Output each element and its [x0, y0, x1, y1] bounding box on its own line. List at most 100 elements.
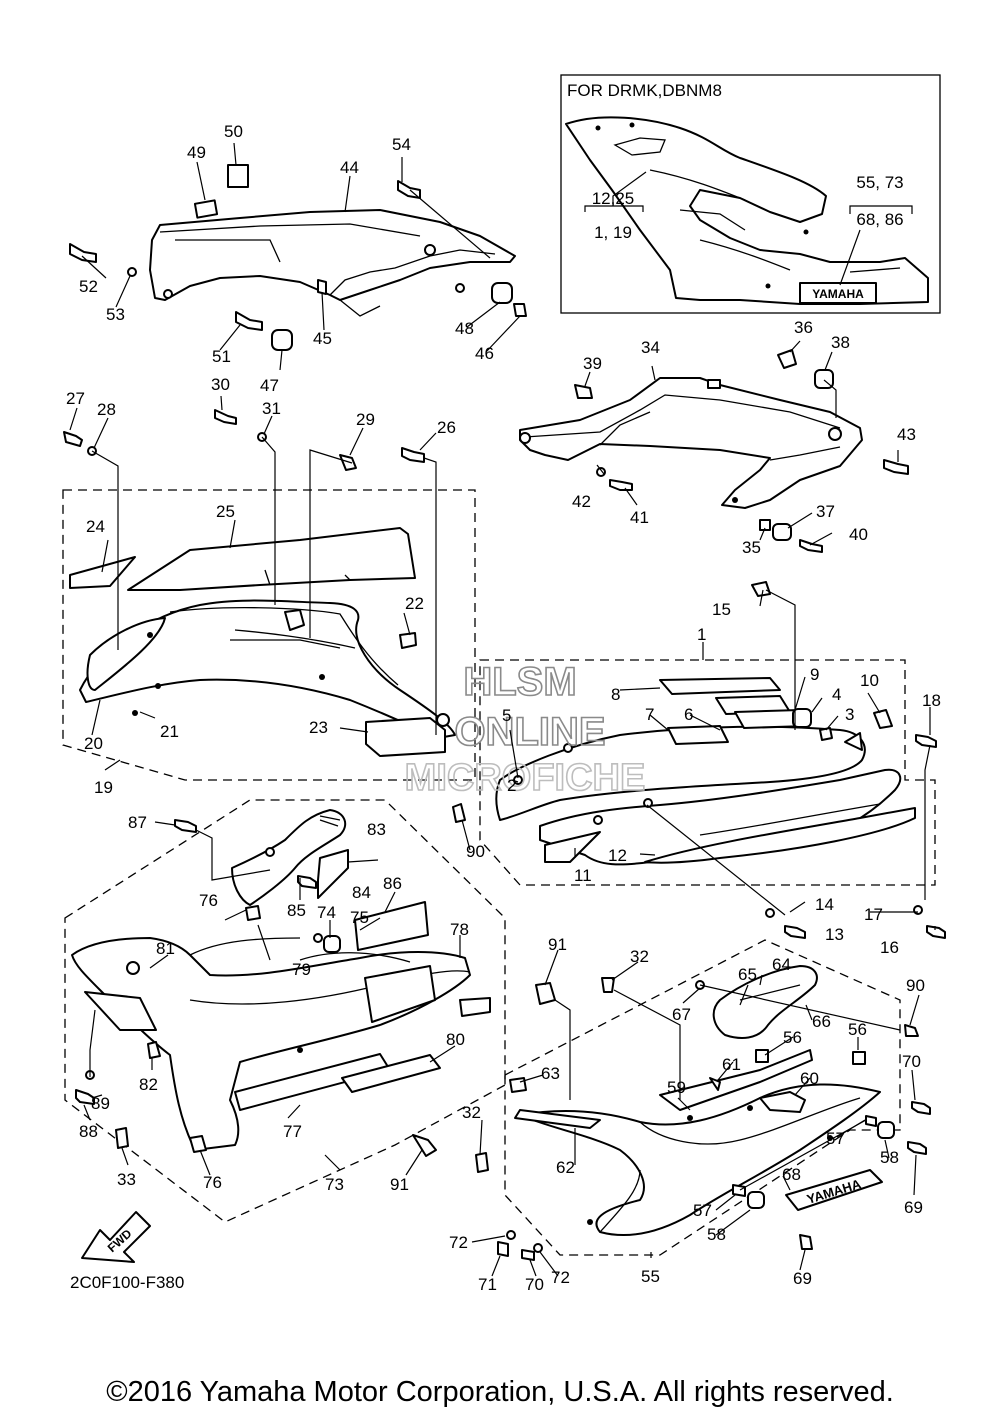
callout-64: 64: [772, 955, 791, 974]
callout-33: 33: [117, 1170, 136, 1189]
callout-60: 60: [800, 1069, 819, 1088]
callout-66: 66: [812, 1012, 831, 1031]
callout-91b: 91: [390, 1175, 409, 1194]
callout-55: 55: [641, 1267, 660, 1286]
callout-3: 3: [845, 705, 854, 724]
part-34-bracket: [519, 377, 863, 509]
group-1-outline: [479, 659, 936, 886]
callout-34: 34: [641, 338, 660, 357]
callout-43: 43: [897, 425, 916, 444]
callout-69b: 69: [793, 1269, 812, 1288]
callout-61: 61: [722, 1055, 741, 1074]
hardware-55-group: [475, 977, 931, 1261]
callout-19: 19: [94, 778, 113, 797]
part-83-duct: [231, 809, 347, 906]
part-80-pad: [341, 1054, 441, 1093]
callout-36: 36: [794, 318, 813, 337]
part-62-strip: [514, 1109, 601, 1129]
callout-47: 47: [260, 376, 279, 395]
callout-75: 75: [350, 908, 369, 927]
callout-32a: 32: [630, 947, 649, 966]
part-84-pad: [317, 849, 349, 899]
part-12-side-panel: [495, 725, 916, 866]
inset-label-68-86: 68, 86: [856, 210, 903, 229]
callout-65: 65: [738, 965, 757, 984]
part-77-lower-cowl: [71, 937, 491, 1151]
pads-4-10: [659, 677, 893, 745]
callout-57b: 57: [693, 1201, 712, 1220]
callout-76b: 76: [203, 1173, 222, 1192]
part-23-pad: [365, 717, 446, 757]
callout-81: 81: [156, 939, 175, 958]
callout-44: 44: [340, 158, 359, 177]
callout-15: 15: [712, 600, 731, 619]
callout-38: 38: [831, 333, 850, 352]
callout-71: 71: [478, 1275, 497, 1294]
callout-76a: 76: [199, 891, 218, 910]
callout-56b: 56: [848, 1020, 867, 1039]
callout-90b: 90: [906, 976, 925, 995]
fwd-arrow: FWD: [81, 1211, 151, 1263]
callout-67: 67: [672, 1005, 691, 1024]
callout-56a: 56: [783, 1028, 802, 1047]
callout-31: 31: [262, 399, 281, 418]
callout-30: 30: [211, 375, 230, 394]
variant-inset: FOR DRMK,DBNM8 YAMAHA 12,25 1, 19 55, 73…: [560, 74, 941, 314]
watermark-line-3: MICROFICHE: [405, 757, 646, 799]
hardware-34-group: [596, 349, 909, 553]
callout-62: 62: [556, 1158, 575, 1177]
callout-42: 42: [572, 492, 591, 511]
callout-57a: 57: [826, 1129, 845, 1148]
callout-90a: 90: [466, 842, 485, 861]
callout-88: 88: [79, 1122, 98, 1141]
callout-45: 45: [313, 329, 332, 348]
leader-lines: [69, 142, 936, 1277]
callout-50: 50: [224, 122, 243, 141]
callout-7: 7: [645, 705, 654, 724]
callout-4: 4: [832, 685, 841, 704]
inset-emblem: YAMAHA: [812, 287, 864, 301]
callout-17: 17: [864, 905, 883, 924]
callout-12: 12: [608, 846, 627, 865]
callout-80: 80: [446, 1030, 465, 1049]
part-24-tag: [69, 556, 136, 589]
part-55-lower-cowl: [519, 1083, 881, 1237]
callout-86: 86: [383, 874, 402, 893]
callout-79: 79: [292, 960, 311, 979]
callout-52: 52: [79, 277, 98, 296]
callout-40: 40: [849, 525, 868, 544]
callout-58b: 58: [707, 1225, 726, 1244]
diagram-code: 2C0F100-F380: [70, 1273, 184, 1292]
callout-73: 73: [325, 1175, 344, 1194]
callout-23: 23: [309, 718, 328, 737]
hardware-44-group: [69, 180, 527, 351]
callout-16: 16: [880, 938, 899, 957]
callout-25: 25: [216, 502, 235, 521]
callout-63: 63: [541, 1064, 560, 1083]
watermark: HLSM ONLINE MICROFICHE: [404, 659, 646, 800]
part-59-stay: [659, 1049, 813, 1111]
part-20-front-panel: [79, 599, 456, 739]
callout-27: 27: [66, 389, 85, 408]
callout-87: 87: [128, 813, 147, 832]
callout-18: 18: [922, 691, 941, 710]
hardware-73-group: [75, 819, 437, 1157]
callout-89: 89: [91, 1094, 110, 1113]
callout-35: 35: [742, 538, 761, 557]
watermark-line-2: ONLINE: [454, 710, 605, 754]
callout-72b: 72: [551, 1268, 570, 1287]
callout-6: 6: [684, 705, 693, 724]
callout-84: 84: [352, 883, 371, 902]
callout-32b: 32: [462, 1103, 481, 1122]
part-64-duct: [712, 965, 818, 1039]
callout-49: 49: [187, 143, 206, 162]
inset-title: FOR DRMK,DBNM8: [567, 81, 722, 100]
callout-54: 54: [392, 135, 411, 154]
callout-46: 46: [475, 344, 494, 363]
callout-9: 9: [810, 665, 819, 684]
callout-78: 78: [450, 920, 469, 939]
callout-24: 24: [86, 517, 105, 536]
callout-69a: 69: [904, 1198, 923, 1217]
callout-22: 22: [405, 594, 424, 613]
part-44-cowling: [149, 164, 516, 317]
